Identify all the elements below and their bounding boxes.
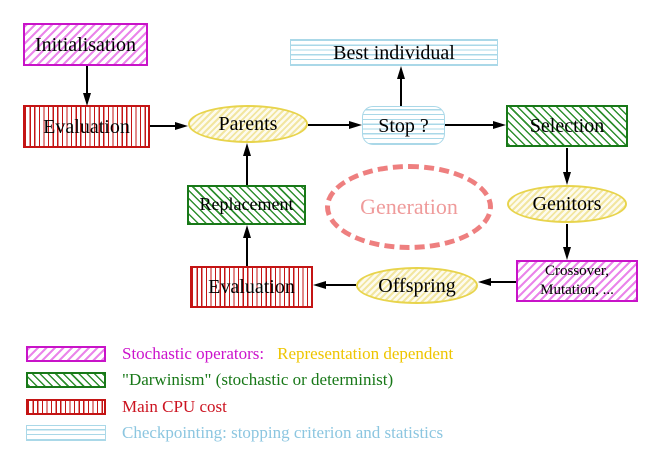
node-selection-label: Selection xyxy=(529,115,605,137)
arrow-head xyxy=(313,281,326,289)
node-generation-loop: Generation xyxy=(325,164,493,250)
legend-row-checkpointing: Checkpointing: stopping criterion and st… xyxy=(26,422,444,442)
arrow-head xyxy=(563,172,571,185)
arrow-line xyxy=(400,77,402,106)
arrow-line xyxy=(150,125,177,127)
node-genitors-label: Genitors xyxy=(532,193,602,215)
arrow-head xyxy=(478,278,491,286)
arrow-line xyxy=(445,124,494,126)
node-parents: Parents xyxy=(188,105,308,143)
node-crossover-label-line2: Mutation, ... xyxy=(540,282,614,298)
node-genitors: Genitors xyxy=(507,185,627,223)
node-generation-label: Generation xyxy=(360,194,458,219)
legend-row-darwinism: "Darwinism" (stochastic or determinist) xyxy=(26,369,394,389)
node-best-individual-label: Best individual xyxy=(333,41,455,64)
node-evaluation-bottom-label: Evaluation xyxy=(208,276,295,298)
legend-label-representation-dependent: Representation dependent xyxy=(277,343,454,363)
node-initialisation-label: Initialisation xyxy=(34,33,137,56)
arrow-line xyxy=(566,224,568,248)
legend-label-stochastic-operators: Stochastic operators: xyxy=(122,343,265,363)
arrow-line xyxy=(324,284,356,286)
arrow-line xyxy=(86,66,88,96)
arrow-head xyxy=(563,247,571,260)
node-stop-label: Stop ? xyxy=(378,114,429,137)
node-stop: Stop ? xyxy=(362,106,445,145)
node-crossover-label-line1: Crossover, xyxy=(545,262,609,279)
node-evaluation-top: Evaluation xyxy=(23,105,150,148)
node-replacement: Replacement xyxy=(187,185,306,225)
legend-swatch-stochastic-operators xyxy=(26,345,106,362)
legend-label-darwinism: "Darwinism" (stochastic or determinist) xyxy=(122,369,394,389)
node-evaluation-bottom: Evaluation xyxy=(190,266,313,308)
legend-label-main-cpu-cost: Main CPU cost xyxy=(122,396,227,416)
node-selection: Selection xyxy=(506,105,628,147)
legend-swatch-main-cpu-cost xyxy=(26,398,106,415)
arrow-line xyxy=(246,236,248,266)
arrow-head xyxy=(243,225,251,238)
node-offspring-label: Offspring xyxy=(378,274,456,297)
arrow-head xyxy=(493,121,506,129)
node-evaluation-top-label: Evaluation xyxy=(43,115,130,138)
arrow-line xyxy=(308,124,350,126)
legend-label-checkpointing: Checkpointing: stopping criterion and st… xyxy=(122,422,444,442)
node-offspring: Offspring xyxy=(356,267,478,304)
node-parents-label: Parents xyxy=(218,113,278,135)
node-initialisation: Initialisation xyxy=(23,23,148,66)
legend-row-stochastic-operators: Stochastic operators: Representation dep… xyxy=(26,343,454,363)
node-best-individual: Best individual xyxy=(290,39,498,66)
legend-swatch-darwinism xyxy=(26,371,106,388)
arrow-line xyxy=(246,154,248,185)
node-replacement-label: Replacement xyxy=(199,194,294,215)
arrow-head xyxy=(175,122,188,130)
legend-row-main-cpu-cost: Main CPU cost xyxy=(26,396,227,416)
arrow-line xyxy=(566,148,568,174)
arrow-head xyxy=(397,66,405,79)
legend-swatch-checkpointing xyxy=(26,424,106,441)
arrow-head xyxy=(349,121,362,129)
arrow-line xyxy=(489,281,516,283)
node-crossover-mutation: Crossover, Mutation, ... xyxy=(516,260,638,302)
arrow-head xyxy=(83,93,91,106)
arrow-head xyxy=(243,143,251,156)
